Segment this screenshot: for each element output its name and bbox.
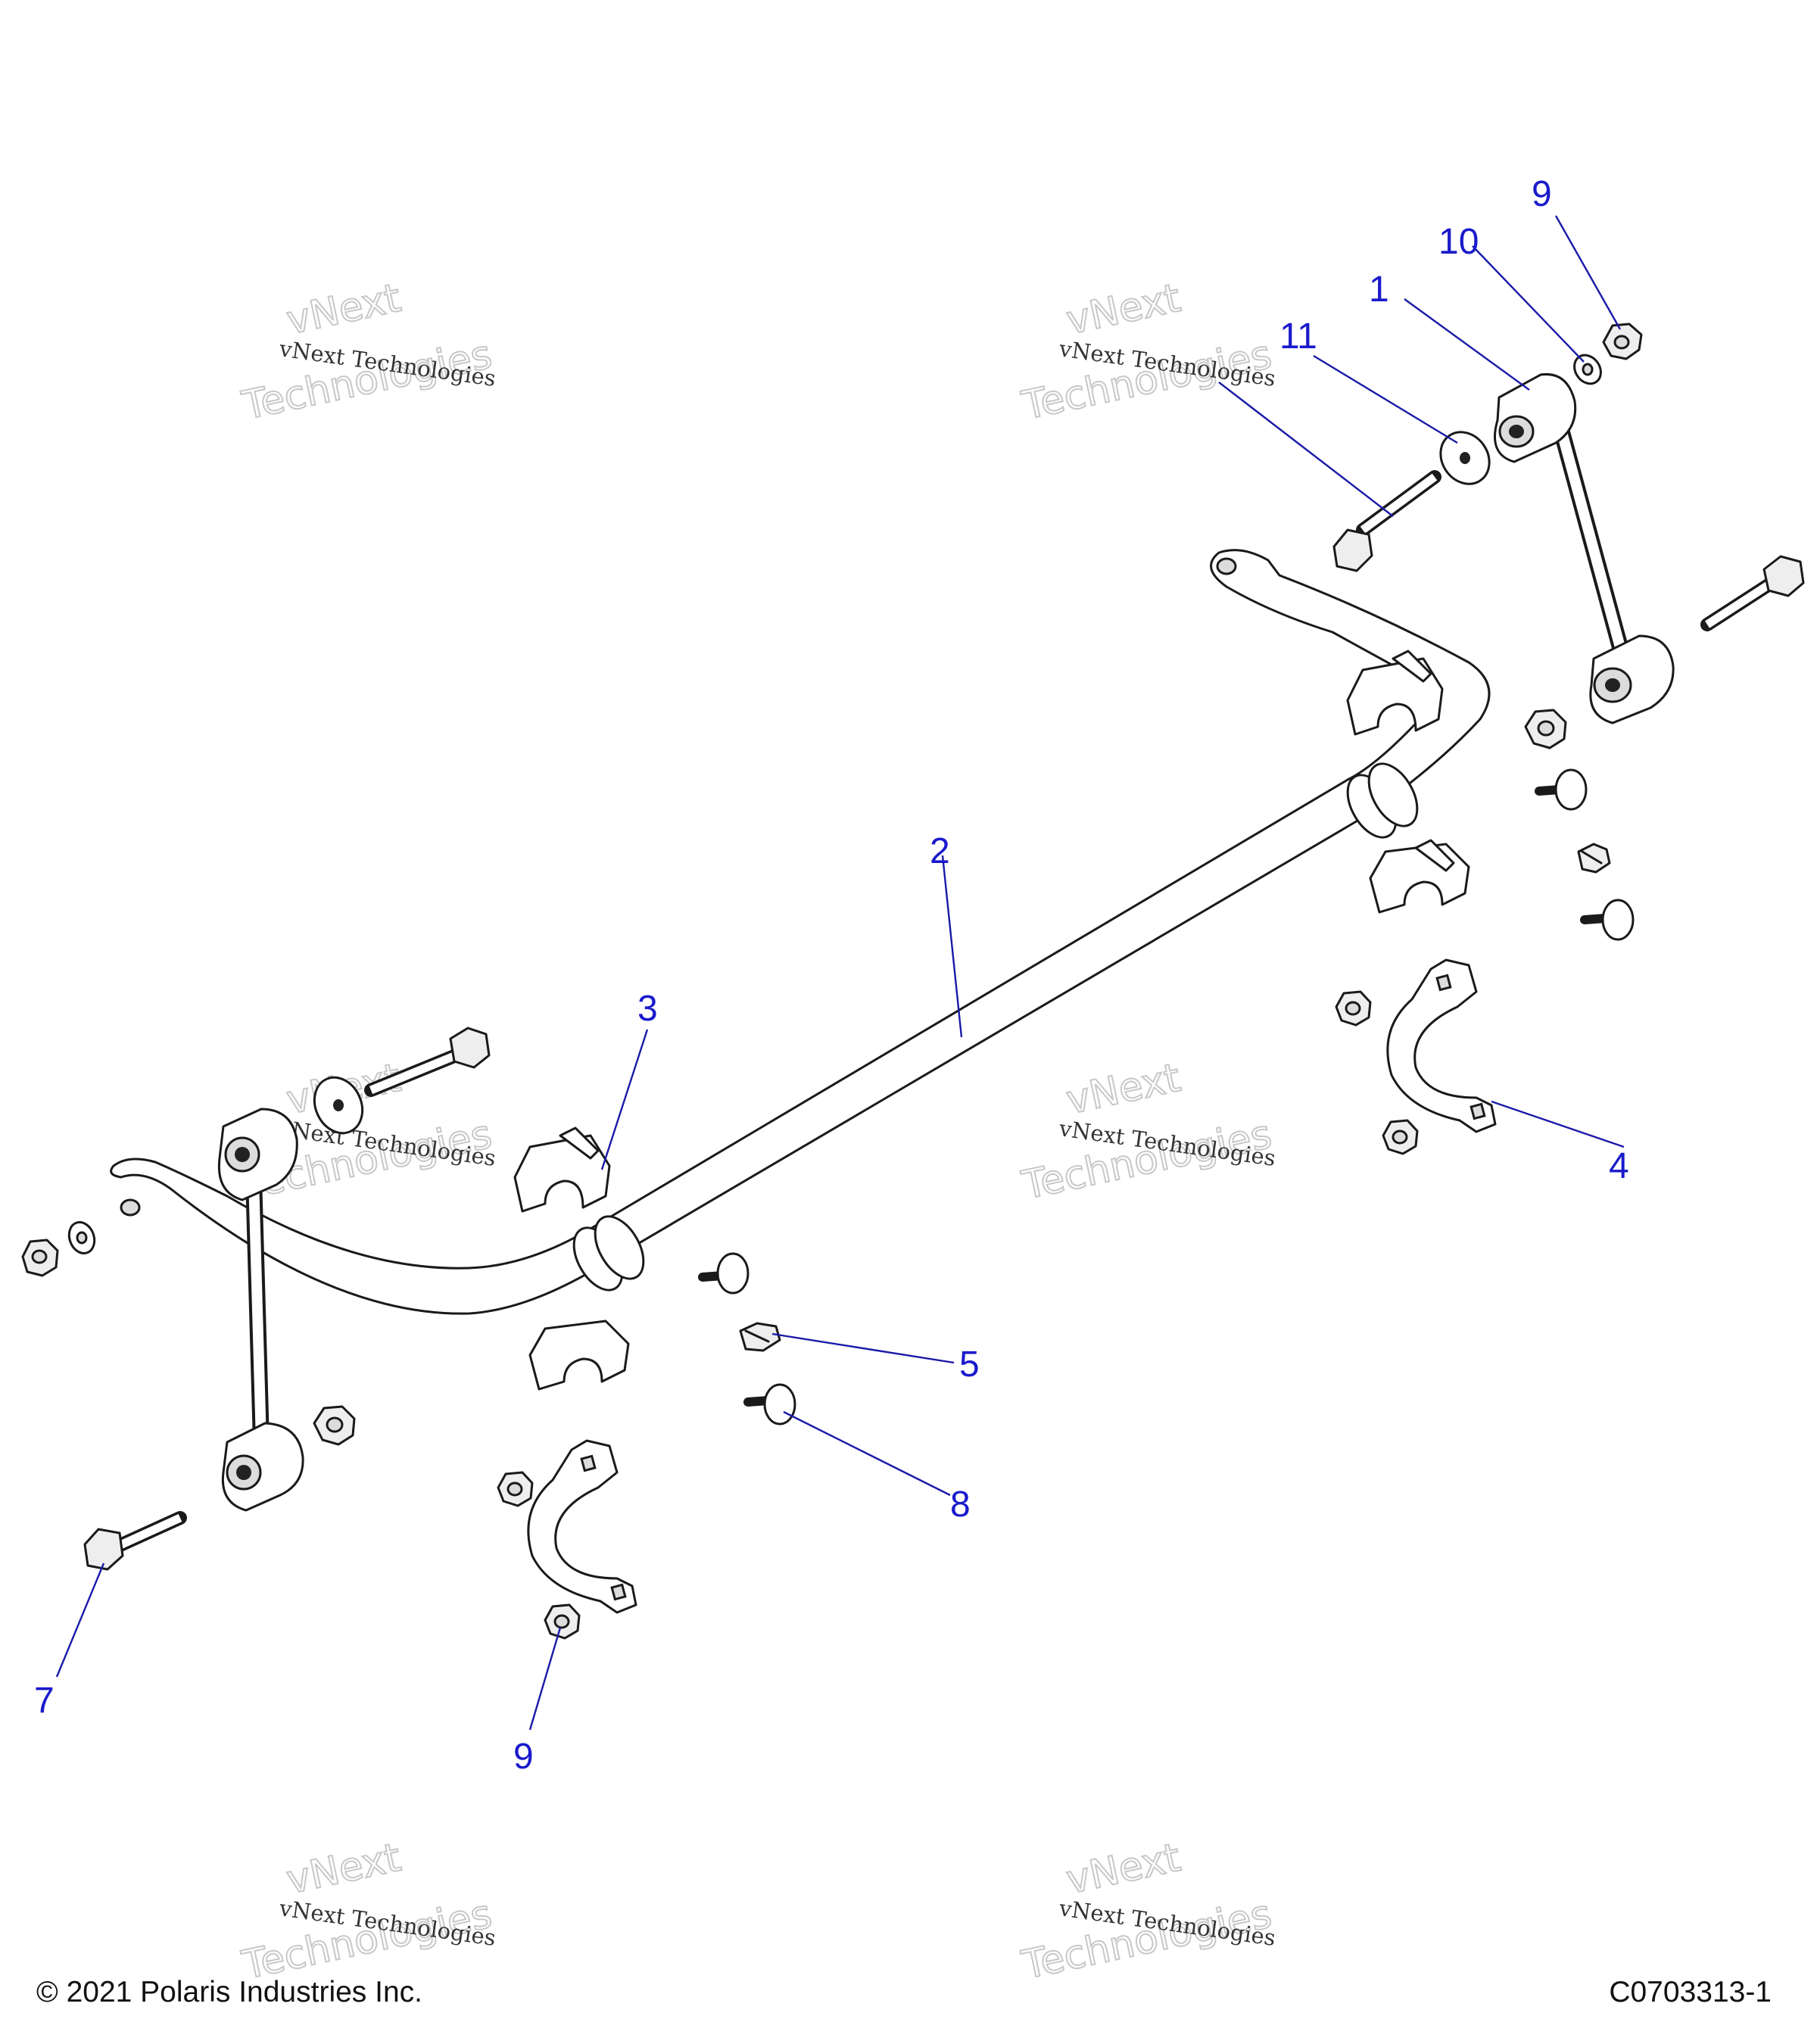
callout-5: 5 (959, 1344, 980, 1385)
screw-8-right-bottom (1580, 899, 1635, 941)
screw-8-right-top (1535, 768, 1588, 811)
bushing-right-lower (1369, 839, 1470, 914)
bolt-left-top (364, 1027, 491, 1097)
washer-11 (1439, 431, 1491, 485)
watermark-6: vNext Technologies (1018, 1834, 1276, 1989)
stabilizer-bar (110, 549, 1491, 1315)
callout-7: 7 (34, 1681, 55, 1721)
bushing-left-lower (528, 1320, 630, 1391)
drawing-number: C0703313-1 (1609, 1976, 1772, 2008)
callout-8: 8 (950, 1485, 971, 1525)
svg-text:vNext: vNext (1063, 1055, 1185, 1123)
link-left (217, 1108, 304, 1512)
washer-10 (1573, 354, 1602, 385)
callout-9-top: 9 (1532, 174, 1552, 214)
callout-9-bottom: 9 (513, 1737, 534, 1777)
bolt-left-bottom (83, 1511, 187, 1571)
bolt-right-link (1700, 555, 1805, 631)
link-right (1494, 372, 1675, 724)
watermark-2: vNext Technologies (1018, 275, 1276, 430)
callout-11: 11 (1279, 316, 1317, 357)
fitting-5-right (1577, 843, 1611, 874)
callout-2: 2 (930, 831, 950, 871)
watermark-group: vNext Technologies vNext Technologies vN… (238, 275, 1277, 1989)
copyright-notice: © 2021 Polaris Industries Inc. (36, 1976, 422, 2008)
nut-right-link (1524, 709, 1567, 749)
bolt-right-top (1332, 470, 1441, 572)
nut-9-top (1602, 322, 1643, 360)
watermark-4: vNext Technologies (1018, 1055, 1276, 1210)
svg-text:vNext: vNext (1063, 276, 1185, 344)
nut-clamp-left-top (497, 1471, 534, 1507)
bushing-left-upper (513, 1126, 611, 1213)
leader-lines (55, 215, 1625, 1731)
nut-left-link (313, 1405, 356, 1446)
nut-left-end (21, 1239, 59, 1277)
bushing-right-upper (1346, 650, 1444, 736)
watermark-1: vNext Technologies (238, 275, 497, 430)
clamp-right (1386, 958, 1497, 1133)
svg-text:vNext: vNext (1063, 1835, 1185, 1903)
screw-8-left-bottom (743, 1383, 796, 1426)
watermark-5: vNext Technologies (238, 1834, 497, 1989)
nut-clamp-right-bottom (1382, 1119, 1419, 1155)
svg-text:vNext: vNext (283, 276, 405, 344)
nut-clamp-right-top (1335, 990, 1372, 1027)
svg-text:vNext: vNext (283, 1835, 405, 1903)
callout-4: 4 (1609, 1146, 1629, 1186)
screw-8-left-top (698, 1252, 750, 1295)
washer-left-large (313, 1076, 364, 1135)
callout-labels: 1 2 3 4 5 7 8 9 9 10 11 (34, 174, 1629, 1777)
fitting-5-left (739, 1322, 781, 1352)
callout-1: 1 (1369, 270, 1389, 310)
washer-left-small (67, 1221, 96, 1254)
callout-3: 3 (637, 989, 658, 1029)
nut-clamp-left-bottom (544, 1603, 581, 1640)
clamp-left (527, 1439, 637, 1614)
callout-10: 10 (1438, 222, 1479, 262)
